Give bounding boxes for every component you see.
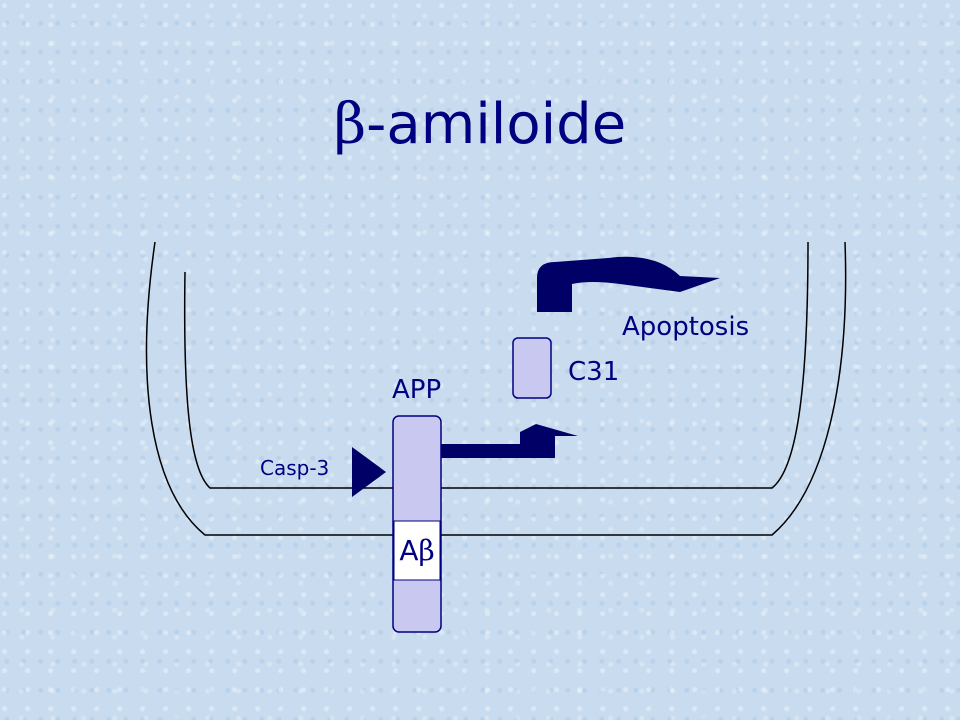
casp3-arrowhead	[352, 447, 386, 497]
abeta-prefix: A	[399, 534, 419, 567]
title-text: -amiloide	[366, 92, 627, 157]
title-beta-symbol: β	[333, 92, 367, 157]
apoptosis-label: Apoptosis	[622, 312, 750, 342]
apoptosis-curved-arrow	[537, 256, 720, 312]
c31-fragment-box	[512, 337, 552, 399]
membrane-outer-line	[145, 241, 847, 536]
c31-label: C31	[568, 357, 620, 387]
abeta-label: Aβ	[393, 534, 441, 567]
abeta-beta-symbol: β	[418, 534, 435, 567]
membrane-inner-line	[183, 241, 809, 489]
c31-release-arrow	[441, 424, 578, 458]
casp3-label: Casp-3	[260, 456, 330, 480]
abeta-segment	[393, 520, 441, 581]
app-label: APP	[392, 375, 442, 405]
slide-title: β-amiloide	[0, 92, 960, 157]
